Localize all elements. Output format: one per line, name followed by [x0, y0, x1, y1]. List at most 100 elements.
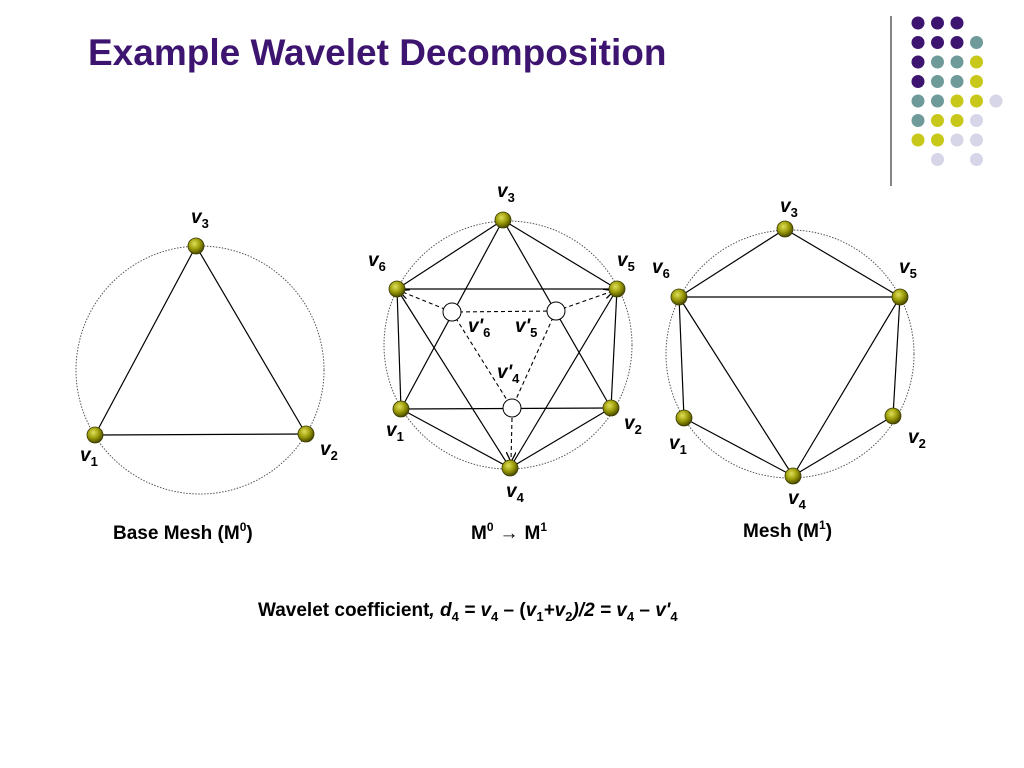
base-mesh-edge	[94, 433, 307, 436]
base-mesh-diagram: v3 v1 v2 Base Mesh (M0)	[75, 207, 338, 544]
decorative-dot	[931, 16, 944, 30]
mesh1-edge	[678, 296, 794, 477]
decorative-dot	[950, 114, 964, 127]
mesh1-vertex-v5	[891, 288, 909, 306]
subdivision-caption: M0→M1	[471, 520, 547, 544]
subdivision-edge	[509, 288, 618, 469]
subdivision-label-v5: v5	[617, 250, 635, 274]
decorative-dot	[950, 94, 964, 108]
mesh1-label-v5: v5	[899, 257, 917, 281]
decorative-dot	[989, 94, 1003, 108]
decorative-dot	[950, 75, 964, 88]
decorative-dot	[931, 153, 944, 166]
base-vertex-v1	[86, 426, 104, 444]
decorative-dot	[911, 133, 925, 147]
mesh1-edge	[678, 296, 685, 419]
decorative-dot	[911, 94, 925, 108]
subdivision-edge	[396, 219, 504, 290]
decorative-dot	[970, 133, 983, 147]
decorative-dot	[911, 55, 925, 69]
decorative-dot	[950, 55, 964, 69]
subdivision-edge	[610, 288, 618, 409]
subdivision-vertex-v1	[392, 400, 410, 418]
mesh1-edge	[792, 415, 894, 477]
mesh1-edge	[678, 228, 786, 298]
mesh1-diagram: v3 v6 v5 v1 v2 v4 Mesh (M1)	[652, 196, 926, 542]
subdivision-label-v3: v3	[497, 181, 515, 205]
subdivision-vertex-v6	[388, 280, 406, 298]
subdivision-edge	[396, 288, 402, 410]
subdivision-label-v1: v1	[386, 420, 404, 444]
mesh1-vertex-v6	[670, 288, 688, 306]
base-label-v1: v1	[80, 445, 98, 469]
decorative-dot	[931, 75, 944, 88]
subdivision-vertex-v2	[602, 399, 620, 417]
decorative-dot	[970, 94, 983, 108]
subdivision-edge	[396, 288, 511, 469]
midpoint-vertex-v6prime	[442, 302, 462, 322]
decorative-dot	[970, 153, 983, 166]
displacement-arrow-v4	[511, 417, 512, 461]
decorative-dot-grid	[911, 16, 1003, 166]
mesh1-edge	[892, 296, 901, 417]
mesh1-caption: Mesh (M1)	[743, 518, 832, 542]
midpoint-dashed-edge	[451, 310, 557, 313]
subdivision-label-v4prime: v'4	[497, 362, 520, 386]
subdivision-label-v5prime: v'5	[515, 316, 537, 340]
wavelet-coefficient-formula: Wavelet coefficient, d4 = v4 – (v1+v2)/2…	[258, 600, 678, 624]
decorative-dot	[911, 16, 925, 30]
subdivision-edge	[509, 407, 612, 469]
decorative-dot	[970, 36, 983, 49]
mesh1-label-v2: v2	[908, 427, 926, 451]
mesh1-vertex-v4	[784, 467, 802, 485]
slide-title: Example Wavelet Decomposition	[88, 32, 667, 73]
base-label-v3: v3	[191, 207, 209, 231]
subdivision-vertex-v3	[494, 211, 512, 229]
mesh1-vertex-v2	[884, 407, 902, 425]
decorative-dot	[931, 94, 944, 108]
subdivision-edge	[502, 219, 618, 290]
mesh1-label-v6: v6	[652, 257, 670, 281]
mesh1-vertex-v1	[675, 409, 693, 427]
base-mesh-edge	[195, 245, 307, 435]
decorative-dot	[911, 114, 925, 127]
midpoint-vertex-v5prime	[546, 301, 566, 321]
midpoint-vertex-v4prime	[502, 398, 522, 418]
subdivision-circumcircle	[383, 220, 633, 470]
subdivision-diagram: v3 v6 v5 v1 v2 v4 v'6 v'5 v'4 M0→M1	[368, 181, 642, 544]
decorative-dot	[931, 36, 944, 49]
decorative-dot	[950, 36, 964, 49]
decorative-dot	[950, 16, 964, 30]
decorative-dot	[911, 75, 925, 88]
decorative-dot	[950, 133, 964, 147]
decorative-dot	[911, 36, 925, 49]
decorative-dot	[970, 75, 983, 88]
subdivision-label-v6: v6	[368, 250, 386, 274]
subdivision-label-v2: v2	[624, 413, 642, 437]
midpoint-dashed-edge	[511, 310, 557, 409]
decorative-dot	[931, 114, 944, 127]
displacement-arrow-v5	[555, 291, 613, 312]
decorative-dot	[931, 55, 944, 69]
mesh1-vertex-v3	[776, 220, 794, 238]
subdivision-edge	[400, 408, 511, 469]
decorative-dot	[970, 55, 983, 69]
subdivision-vertex-v4	[501, 459, 519, 477]
mesh1-edge	[784, 228, 901, 298]
base-label-v2: v2	[320, 439, 338, 463]
subdivision-label-v6prime: v'6	[468, 316, 490, 340]
subdivision-label-v4: v4	[506, 481, 525, 505]
base-mesh-edge	[94, 245, 197, 436]
decorative-dot	[970, 114, 983, 127]
subdivision-vertex-v5	[608, 280, 626, 298]
midpoint-dashed-edge	[451, 311, 513, 409]
mesh1-circumcircle	[665, 229, 915, 479]
mesh1-edge	[792, 296, 901, 477]
base-vertex-v3	[187, 237, 205, 255]
base-mesh-caption: Base Mesh (M0)	[113, 520, 253, 544]
mesh1-label-v4: v4	[788, 488, 807, 512]
mesh1-edge	[683, 417, 794, 477]
decorative-dot	[931, 133, 944, 147]
mesh1-label-v3: v3	[780, 196, 798, 220]
